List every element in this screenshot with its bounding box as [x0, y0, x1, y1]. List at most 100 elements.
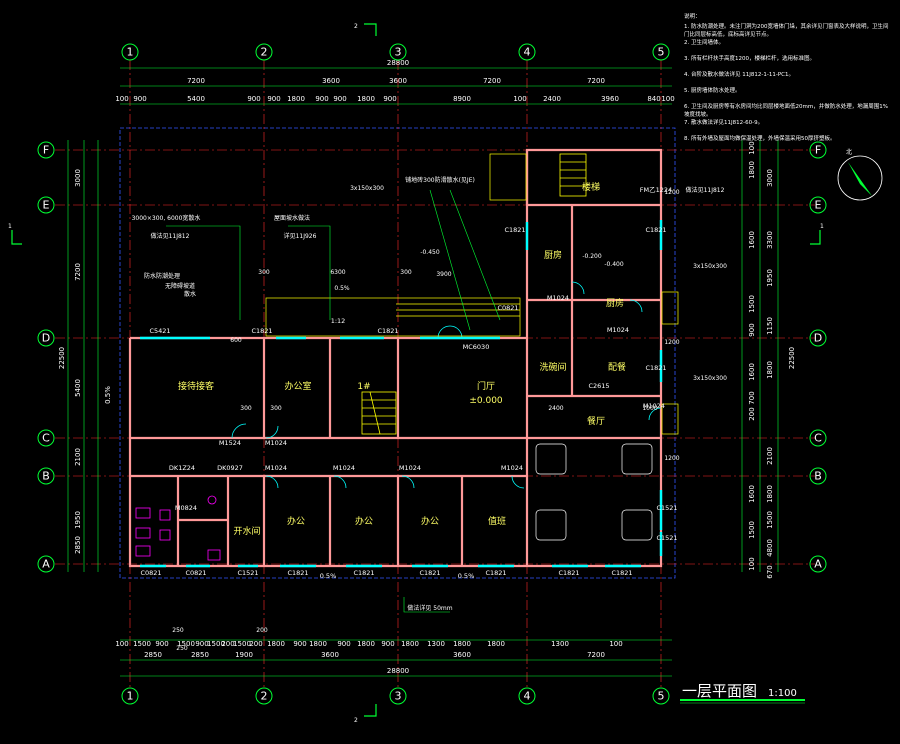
- room-label: 办公: [421, 515, 439, 527]
- floor-drain: [207, 495, 217, 505]
- dim-bottom-detail: 1500: [233, 640, 251, 648]
- note-line: 8. 所有外墙及屋面均做保温处理，外墙保温采用50厚挤塑板。: [684, 134, 836, 142]
- dim-bottom-detail: 1300: [427, 640, 445, 648]
- annotation: 做法见11J812: [151, 232, 190, 240]
- toilet: [135, 527, 151, 539]
- note-line: 4. 台阶及散水做法详见 11J812-1-11-PC1。: [684, 70, 794, 78]
- dim-top-detail: 2400: [543, 95, 561, 103]
- dim-top-detail: 900: [247, 95, 260, 103]
- dim-right-inner: 1500: [748, 295, 756, 313]
- axis-bubble: [652, 43, 670, 61]
- annotation: 250: [176, 645, 188, 652]
- notes-block: 说明： 1. 防水防潮处理。未注门洞为200宽墙体门垛，其余详见门窗表及大样说明…: [684, 12, 889, 142]
- room-label: 门厅: [477, 380, 495, 392]
- room-label: 1#: [357, 382, 370, 392]
- stair-top: [559, 153, 587, 197]
- annotation: 3x150x300: [693, 375, 727, 382]
- axis-label-5: 5: [658, 690, 665, 703]
- dim-top-detail: 900: [133, 95, 146, 103]
- room-label: 开水间: [233, 525, 260, 537]
- dim-top-detail: 100: [661, 95, 674, 103]
- window-label: C1521: [656, 504, 677, 512]
- axis-bubble: [809, 429, 827, 447]
- axis-label-D: D: [814, 332, 822, 345]
- leader: [166, 225, 241, 320]
- door-label: M1024: [265, 464, 287, 472]
- axis-label-A: A: [814, 558, 822, 571]
- window-label: C2615: [588, 382, 609, 390]
- door-arc-c: [648, 407, 662, 421]
- dim-bottom-detail: 100: [115, 640, 128, 648]
- north-arrow: 北: [837, 148, 883, 201]
- axis-label-3: 3: [395, 46, 402, 59]
- door-arc-k1: [571, 281, 585, 295]
- axis-bubble: [37, 329, 55, 347]
- room-label: 配餐: [608, 361, 626, 373]
- door-label: M1024: [607, 326, 629, 334]
- door-label: DK1Z24: [169, 464, 195, 472]
- dim-bottom-detail: 1500: [177, 640, 195, 648]
- door-arc-6: [511, 475, 525, 489]
- dim-bottom-bay: 2850: [144, 651, 162, 659]
- leader: [429, 189, 471, 331]
- room-label: 餐厅: [587, 415, 605, 427]
- annotation: 200: [256, 627, 268, 634]
- toilet: [135, 507, 151, 519]
- room-label: 接待接客: [178, 380, 214, 392]
- dim-right-inner: 1500: [748, 521, 756, 539]
- annotation: 1200: [664, 339, 679, 346]
- axis-label-5: 5: [658, 46, 665, 59]
- axis-bubble: [809, 555, 827, 573]
- dim-bottom-detail: 1800: [487, 640, 505, 648]
- section-bottom-line: [364, 704, 377, 717]
- section-top: 2: [354, 23, 358, 30]
- note-line: 1. 防水防潮处理。未注门洞为200宽墙体门垛，其余详见门窗表及大样说明，卫生间: [684, 22, 889, 30]
- dim-bottom-bay: 3600: [453, 651, 471, 659]
- door-label: M1024: [501, 464, 523, 472]
- dim-right-inner: 200: [748, 407, 756, 420]
- window-label: C1821: [504, 226, 525, 234]
- door-arc-main-r: [449, 325, 463, 339]
- section-marks: [11, 23, 821, 717]
- dim-bottom-detail: 900: [195, 640, 208, 648]
- axis-bubble: [255, 687, 273, 705]
- dim-top-total: 28800: [387, 59, 409, 67]
- door-label: M1024: [333, 464, 355, 472]
- dim-top-bay: 3600: [322, 77, 340, 85]
- axis-bubble: [809, 196, 827, 214]
- window-marks: [140, 220, 663, 568]
- window-label: C1821: [287, 569, 308, 577]
- window-label: C1821: [645, 364, 666, 372]
- door-label: M1024: [547, 294, 569, 302]
- table: [621, 509, 653, 541]
- site-boundary: [119, 127, 676, 579]
- axis-label-F: F: [815, 144, 821, 157]
- dim-bottom-detail: 900: [337, 640, 350, 648]
- axis-label-D: D: [42, 332, 50, 345]
- annotation: 散水: [184, 290, 196, 298]
- window-label: C0821: [185, 569, 206, 577]
- door-label: M1524: [219, 439, 241, 447]
- door-label: DK0927: [217, 464, 243, 472]
- axis-bubble: [809, 329, 827, 347]
- notes-title: 说明：: [684, 12, 701, 20]
- annotation: 3000×300, 6000宽散水: [132, 214, 201, 222]
- section-top-line: [364, 23, 377, 36]
- stair-rail: [369, 391, 381, 435]
- annotation: 3x150x300: [693, 263, 727, 270]
- dim-top-detail: 1800: [357, 95, 375, 103]
- annotation: 铺地砖300防滑散水(见JE): [405, 176, 475, 184]
- door-label: M1024: [399, 464, 421, 472]
- note-line: 2. 卫生间墙体。: [684, 38, 724, 46]
- annotation: 600: [230, 337, 242, 344]
- bottom-dim-lines: [67, 67, 779, 677]
- axis-label-2: 2: [261, 46, 268, 59]
- dim-bottom-bay: 2850: [191, 651, 209, 659]
- window-label: C0821: [140, 569, 161, 577]
- axis-label-4: 4: [524, 690, 531, 703]
- dim-top-detail: 100: [513, 95, 526, 103]
- dim-top-detail: 840: [647, 95, 660, 103]
